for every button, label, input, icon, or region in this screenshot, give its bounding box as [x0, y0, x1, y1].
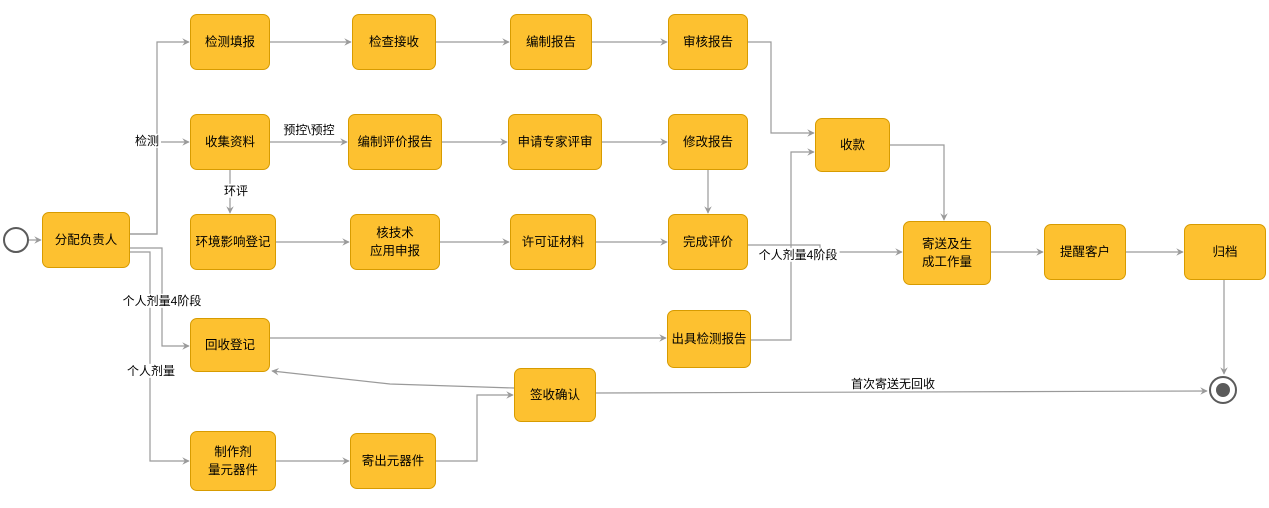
- edge-label-huanping: 环评: [221, 183, 251, 199]
- node-test-fill[interactable]: 检测填报: [190, 14, 270, 70]
- edge-sign-confirm-to-end: [595, 387, 1208, 395]
- edge-label-geren-jiliang-4-right: 个人剂量4阶段: [756, 247, 840, 263]
- node-archive[interactable]: 归档: [1184, 224, 1266, 280]
- node-issue-test-report[interactable]: 出具检测报告: [667, 310, 751, 368]
- node-receive-payment[interactable]: 收款: [815, 118, 890, 172]
- edge-label-geren-jiliang-4-left: 个人剂量4阶段: [120, 293, 204, 309]
- node-nuclear-tech-apply[interactable]: 核技术 应用申报: [350, 214, 440, 270]
- node-remind-customer[interactable]: 提醒客户: [1044, 224, 1126, 280]
- edge-assign-owner-to-collect-materials: [130, 138, 190, 235]
- node-make-dosimeter[interactable]: 制作剂 量元器件: [190, 431, 276, 491]
- edge-send-components-to-sign-confirm: [436, 391, 514, 462]
- node-revise-report[interactable]: 修改报告: [668, 114, 748, 170]
- edge-label-jiance: 检测: [132, 133, 162, 149]
- node-assign-owner[interactable]: 分配负责人: [42, 212, 130, 268]
- node-sign-confirm[interactable]: 签收确认: [514, 368, 596, 422]
- node-collect-materials[interactable]: 收集资料: [190, 114, 270, 170]
- node-complete-eval[interactable]: 完成评价: [668, 214, 748, 270]
- end-node[interactable]: [1209, 376, 1237, 404]
- node-env-impact-register[interactable]: 环境影响登记: [190, 214, 276, 270]
- edge-receive-payment-to-send-and-workload: [890, 144, 948, 221]
- node-apply-expert-review[interactable]: 申请专家评审: [508, 114, 602, 170]
- edge-review-report-to-receive-payment: [748, 41, 815, 137]
- edge-label-shouci-jisong: 首次寄送无回收: [848, 376, 938, 392]
- edge-sign-confirm-to-recycle-register: [271, 368, 515, 389]
- node-inspect-receive[interactable]: 检查接收: [352, 14, 436, 70]
- node-license-materials[interactable]: 许可证材料: [510, 214, 596, 270]
- node-review-report[interactable]: 审核报告: [668, 14, 748, 70]
- edge-assign-owner-to-make-dosimeter: [130, 251, 190, 465]
- start-node[interactable]: [3, 227, 29, 253]
- node-compile-eval-report[interactable]: 编制评价报告: [348, 114, 442, 170]
- node-recycle-register[interactable]: 回收登记: [190, 318, 270, 372]
- edge-label-geren-jiliang: 个人剂量: [124, 363, 178, 379]
- edge-label-yukong: 预控\预控: [281, 122, 337, 138]
- node-send-components[interactable]: 寄出元器件: [350, 433, 436, 489]
- node-compile-report[interactable]: 编制报告: [510, 14, 592, 70]
- edge-issue-test-report-to-receive-payment: [751, 148, 815, 341]
- node-send-and-workload[interactable]: 寄送及生 成工作量: [903, 221, 991, 285]
